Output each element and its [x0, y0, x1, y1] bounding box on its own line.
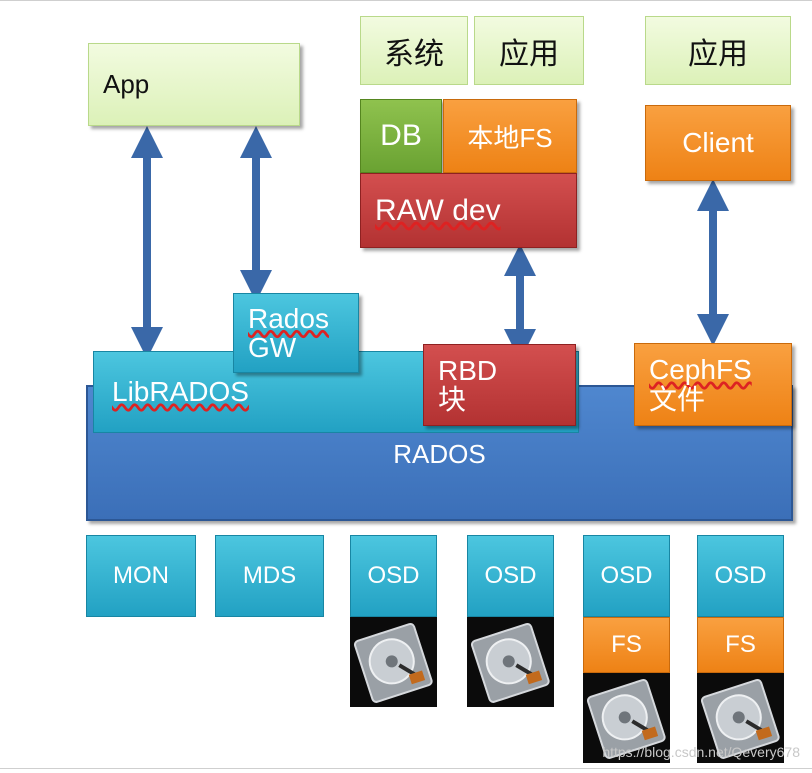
osd-box-1: OSD — [350, 535, 437, 617]
mon-box: MON — [86, 535, 196, 617]
cephfs-box: CephFS 文件 — [634, 343, 792, 426]
xitong-label: 系统 — [384, 37, 444, 71]
librados-label: LibRADOS — [112, 376, 249, 407]
osd-box-2: OSD — [467, 535, 554, 617]
rados-gw-line1: Rados — [248, 302, 329, 334]
mon-label: MON — [113, 562, 169, 589]
xitong-box: 系统 — [360, 16, 468, 85]
osd-label-3: OSD — [600, 562, 653, 589]
frame-bottom-line — [0, 768, 812, 769]
rbd-line1: RBD — [438, 354, 498, 386]
db-box: DB — [360, 99, 442, 173]
hard-disk-icon — [697, 673, 784, 763]
fs-label-2: FS — [725, 631, 756, 658]
app-label: App — [103, 69, 150, 99]
yingyong-box-1: 应用 — [474, 16, 584, 85]
hard-disk-icon — [350, 617, 437, 707]
mds-box: MDS — [215, 535, 324, 617]
localfs-box: 本地FS — [443, 99, 577, 173]
rawdev-label: RAW dev — [375, 193, 501, 227]
rados-label: RADOS — [393, 439, 486, 469]
fs-label-1: FS — [611, 631, 642, 658]
client-label: Client — [682, 127, 754, 158]
hard-disk-icon — [583, 673, 670, 763]
rbd-box: RBD 块 — [423, 344, 576, 426]
osd-box-3: OSD — [583, 535, 670, 617]
mds-label: MDS — [242, 562, 297, 589]
client-box: Client — [645, 105, 791, 181]
localfs-label: 本地FS — [467, 122, 553, 153]
yingyong-label-1: 应用 — [499, 37, 559, 71]
yingyong-box-2: 应用 — [645, 16, 791, 85]
hard-disk-icon — [467, 617, 554, 707]
cephfs-line1: CephFS — [649, 354, 752, 386]
cephfs-line2: 文件 — [649, 383, 706, 415]
db-label: DB — [380, 119, 422, 152]
osd-label-1: OSD — [367, 562, 420, 589]
rados-gw-line2: GW — [248, 332, 297, 363]
frame-top-line — [0, 0, 812, 1]
osd-label-2: OSD — [484, 562, 537, 589]
yingyong-label-2: 应用 — [688, 37, 748, 71]
rados-gw-box: Rados GW — [233, 293, 359, 373]
rawdev-box: RAW dev — [360, 173, 577, 248]
rbd-line2: 块 — [438, 384, 467, 415]
watermark: https://blog.csdn.net/Qevery678 — [602, 744, 800, 760]
fs-box-2: FS — [697, 617, 784, 673]
osd-box-4: OSD — [697, 535, 784, 617]
osd-label-4: OSD — [714, 562, 767, 589]
fs-box-1: FS — [583, 617, 670, 673]
app-box: App — [88, 43, 300, 126]
